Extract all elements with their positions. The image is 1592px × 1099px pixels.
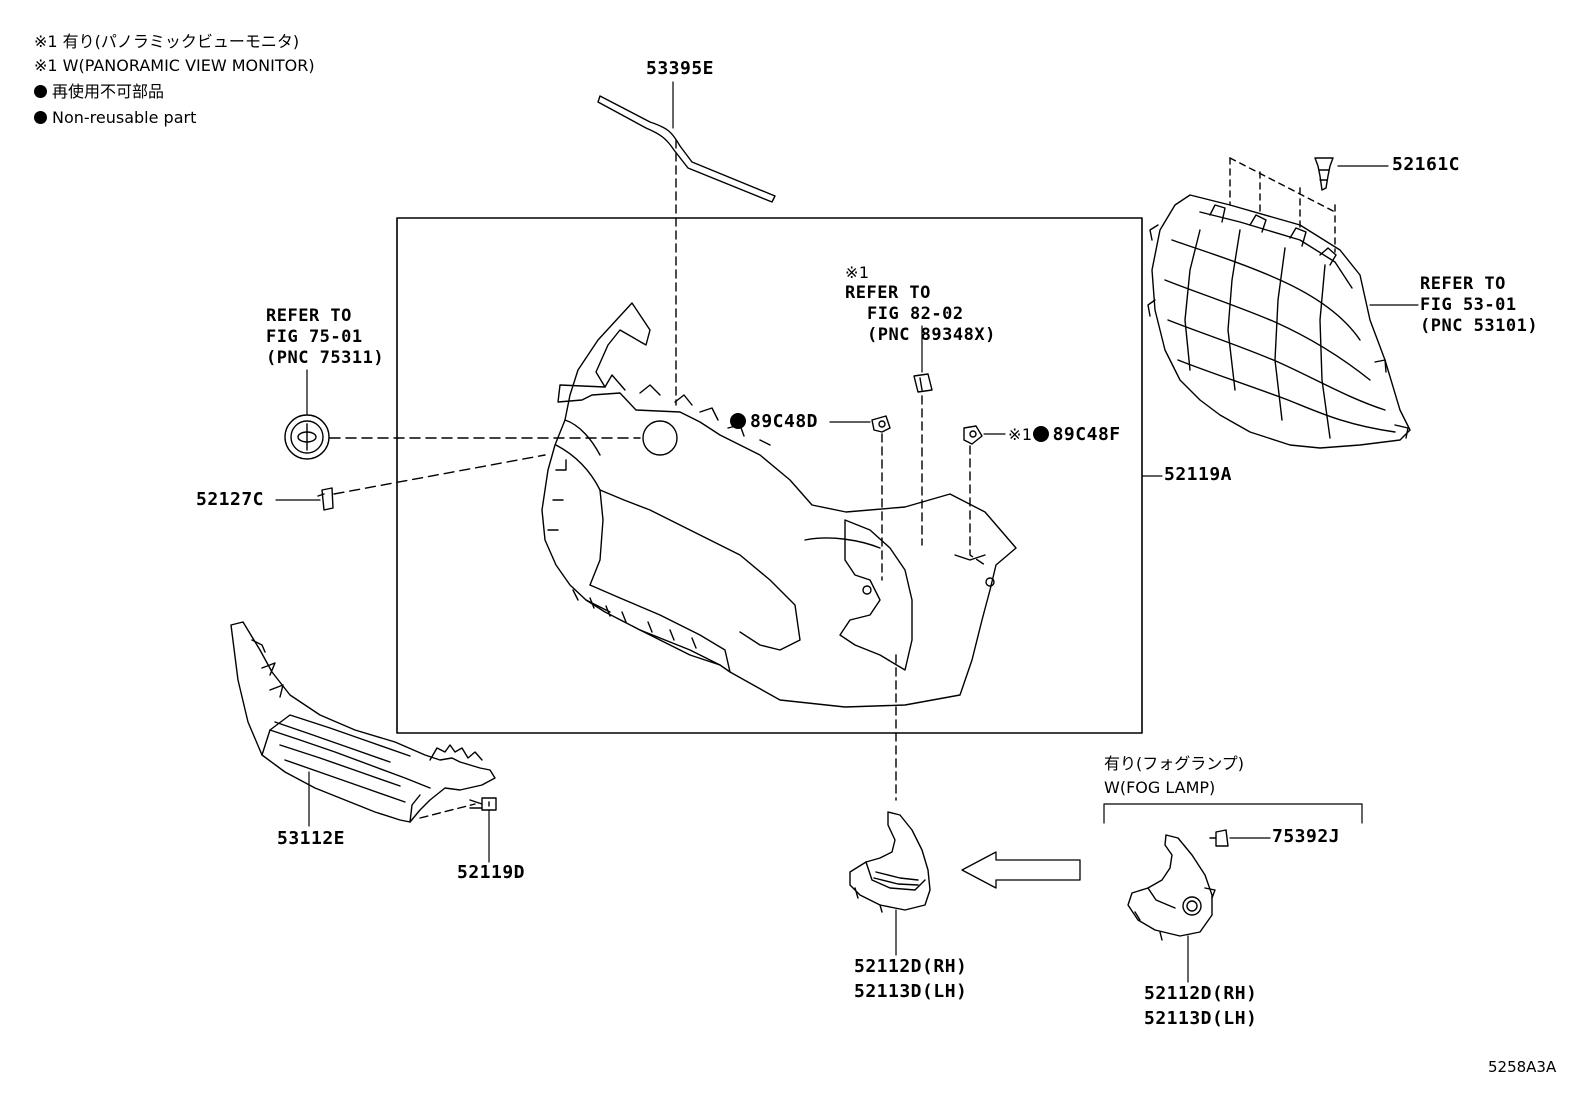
label-89c48f[interactable]: ※1 89C48F (1008, 426, 1121, 444)
ref-text: REFER TO (845, 283, 931, 303)
fog-cover-plain (849, 811, 931, 913)
ref-fig-75-01[interactable]: REFER TO FIG 75-01 (PNC 75311) (266, 306, 384, 369)
label-75392j[interactable]: 75392J (1272, 826, 1341, 847)
ref-line: FIG 53-01 (1420, 295, 1517, 315)
ref-line: (PNC 53101) (1420, 316, 1539, 336)
non-reusable-icon (730, 413, 746, 429)
ref-line: (PNC 75311) (266, 348, 385, 368)
label-89c48d[interactable]: 89C48D (730, 413, 818, 431)
label-52119d[interactable]: 52119D (457, 862, 526, 883)
ref-line: REFER TO (1420, 274, 1506, 294)
clip-75392j (1209, 829, 1229, 847)
clip-89c48d (871, 415, 891, 433)
figure-code: 5258A3A (1488, 1058, 1557, 1076)
label-52127c[interactable]: 52127C (196, 489, 265, 510)
radiator-grille (1147, 194, 1411, 449)
label-52113d-lh-1[interactable]: 52113D(LH) (854, 981, 968, 1002)
label-52112d-rh-2[interactable]: 52112D(RH) (1144, 983, 1258, 1004)
label-52112d-rh-1[interactable]: 52112D(RH) (854, 956, 968, 977)
bumper-cover-52119a (541, 302, 1017, 708)
ref-line: (PNC 89348X) (867, 325, 996, 345)
legend-line-4: Non-reusable part (34, 110, 196, 126)
ref-line: REFER TO (266, 306, 352, 326)
bullet-icon (34, 85, 47, 98)
fog-cover-fog-lamp (1127, 834, 1216, 941)
ref-fig-53-01[interactable]: REFER TO FIG 53-01 (PNC 53101) (1420, 274, 1538, 337)
bullet-icon (34, 111, 47, 124)
ref-mark: ※1 (845, 263, 870, 282)
dash-52127c (333, 454, 546, 495)
screw-52119d (481, 797, 497, 811)
non-reusable-icon (1032, 426, 1049, 442)
dash-52119d (419, 803, 476, 819)
lower-grille-53112e (230, 621, 496, 823)
ref-line: FIG 75-01 (266, 327, 363, 347)
label-89c48d-text: 89C48D (750, 411, 819, 432)
bracket-89348x (913, 373, 933, 393)
clip-89c48f (963, 425, 983, 445)
ref-line: FIG 82-02 (867, 304, 964, 324)
label-52119a[interactable]: 52119A (1164, 464, 1233, 485)
legend-text-4: Non-reusable part (52, 108, 197, 127)
label-89c48f-text: 89C48F (1052, 424, 1121, 445)
legend-line-2: ※1 W(PANORAMIC VIEW MONITOR) (34, 56, 315, 75)
label-53395e[interactable]: 53395E (646, 58, 715, 79)
fog-note-jp: 有り(フォグランプ) (1104, 754, 1245, 773)
emblem-part (284, 414, 330, 460)
dash-grille-top (1229, 157, 1336, 213)
dash-89c48f (969, 445, 986, 566)
label-53112e[interactable]: 53112E (277, 828, 346, 849)
label-52161c[interactable]: 52161C (1392, 154, 1461, 175)
legend-line-1: ※1 有り(パノラミックビューモニタ) (34, 32, 300, 51)
clip-52127c (317, 487, 334, 511)
fog-note-en: W(FOG LAMP) (1104, 778, 1216, 797)
seal-strip-53395e (597, 95, 776, 203)
clip-52161c (1314, 157, 1334, 191)
legend-text-3: 再使用不可部品 (52, 82, 165, 101)
label-89c48f-mark: ※1 (1008, 425, 1033, 444)
fog-lamp-bracket-line (1103, 803, 1363, 824)
assembly-frame (396, 217, 1143, 734)
label-52113d-lh-2[interactable]: 52113D(LH) (1144, 1008, 1258, 1029)
direction-arrow (961, 851, 1081, 889)
legend-line-3: 再使用不可部品 (34, 84, 164, 100)
